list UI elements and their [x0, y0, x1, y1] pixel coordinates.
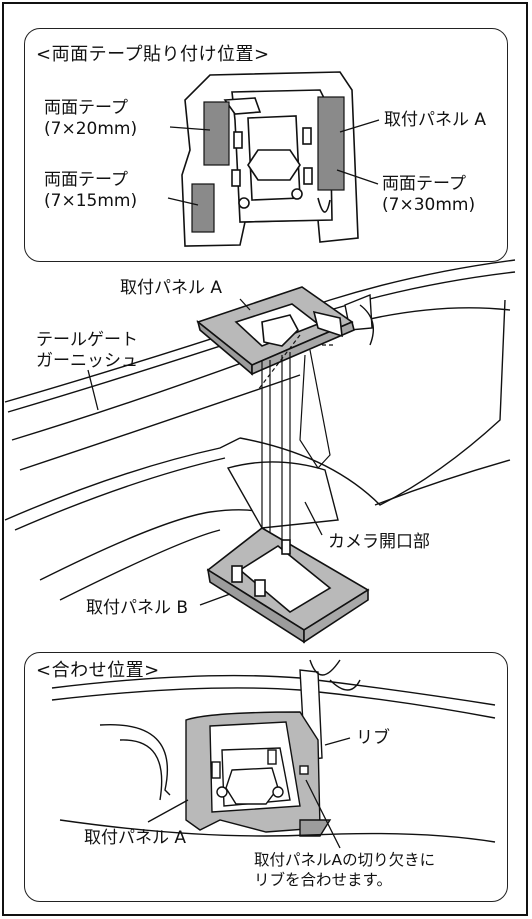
tape-position-panel — [24, 28, 508, 262]
alignment-instruction-line2: リブを合わせます。 — [254, 871, 392, 889]
panel-a-3d — [196, 286, 355, 376]
tape-7x15 — [191, 183, 215, 233]
mounting-panel-a-diagram — [181, 71, 359, 247]
tape-7x30-name: 両面テープ — [382, 174, 466, 194]
tailgate-garnish-label: テールゲート ガーニッシュ — [36, 330, 138, 372]
tape-7x30-label: 両面テープ (7×30mm) — [382, 174, 475, 216]
alignment-instruction: 取付パネルAの切り欠きに リブを合わせます。 — [254, 850, 435, 890]
panel-a-label-top: 取付パネル A — [384, 110, 487, 130]
camera-opening-outline — [226, 461, 339, 529]
rib-label: リブ — [356, 728, 390, 748]
tape-7x20-size: (7×20mm) — [44, 119, 138, 139]
tape-7x20-label: 両面テープ (7×20mm) — [44, 98, 137, 140]
section1-leader-lines — [167, 119, 380, 206]
tape-7x15-size: (7×15mm) — [44, 191, 138, 211]
section1-title: <両面テープ貼り付け位置> — [36, 44, 270, 65]
tailgate-garnish-line2: ガーニッシュ — [36, 351, 138, 371]
alignment-detail — [51, 659, 496, 843]
panel-a-label-overview: 取付パネル A — [120, 278, 223, 298]
guide-lines — [257, 334, 335, 548]
alignment-instruction-line1: 取付パネルAの切り欠きに — [254, 851, 436, 869]
tailgate-garnish-line1: テールゲート — [36, 330, 138, 350]
tape-7x15-name: 両面テープ — [44, 170, 128, 190]
section3-title: <合わせ位置> — [36, 660, 160, 681]
tape-7x30 — [317, 96, 345, 191]
section2-leader-lines — [87, 298, 323, 606]
panel-a-label-detail: 取付パネル A — [84, 828, 187, 848]
panel-b-label: 取付パネル B — [86, 598, 189, 618]
tape-7x20-name: 両面テープ — [44, 98, 128, 118]
panel-b-3d — [206, 527, 370, 644]
tape-7x20 — [203, 101, 230, 166]
section3-leader-lines — [147, 737, 351, 849]
camera-opening-label: カメラ開口部 — [328, 532, 430, 552]
tape-7x30-size: (7×30mm) — [382, 195, 476, 215]
tape-7x15-label: 両面テープ (7×15mm) — [44, 170, 137, 212]
